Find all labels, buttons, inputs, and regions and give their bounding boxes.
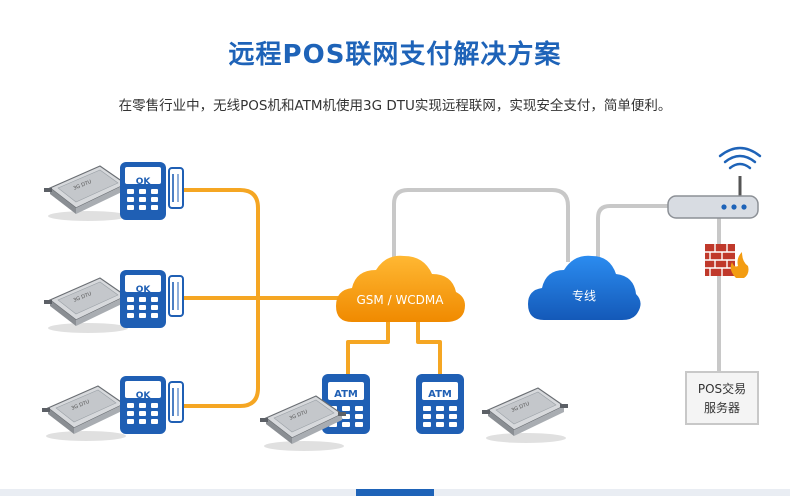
server-icon	[685, 371, 759, 425]
private-line-cloud-icon	[528, 255, 641, 320]
pos-screen-label: OK	[136, 177, 152, 187]
bottom-accent-bar	[356, 489, 434, 496]
server-label-line1: POS交易	[698, 381, 746, 396]
dtu-icon	[43, 165, 131, 222]
page-subtitle: 在零售行业中，无线POS机和ATM机使用3G DTU实现远程联网，实现安全支付，…	[118, 98, 672, 114]
pos-screen-label: OK	[136, 391, 152, 401]
gsm-cloud-icon	[336, 255, 465, 322]
pos-terminal-icon	[119, 375, 184, 435]
gray-links	[392, 188, 721, 372]
atm-screen-label: ATM	[334, 389, 358, 400]
pos-terminal-icon	[119, 161, 184, 221]
wifi-icon	[718, 146, 762, 170]
private-line-label: 专线	[572, 288, 596, 303]
firewall-icon	[705, 244, 749, 278]
server-label-line2: 服务器	[704, 400, 740, 415]
pos-screen-label: OK	[136, 285, 152, 295]
pos-terminal-icon	[119, 269, 184, 329]
atm-screen-label: ATM	[428, 389, 452, 400]
page-title: 远程POS联网支付解决方案	[228, 40, 562, 70]
atm-icon	[416, 374, 464, 434]
router-icon	[667, 195, 759, 219]
dtu-icon	[41, 385, 129, 442]
dtu-icon	[481, 387, 569, 444]
orange-links	[182, 188, 442, 408]
dtu-icon	[43, 277, 131, 334]
gsm-cloud-label: GSM / WCDMA	[357, 293, 445, 307]
